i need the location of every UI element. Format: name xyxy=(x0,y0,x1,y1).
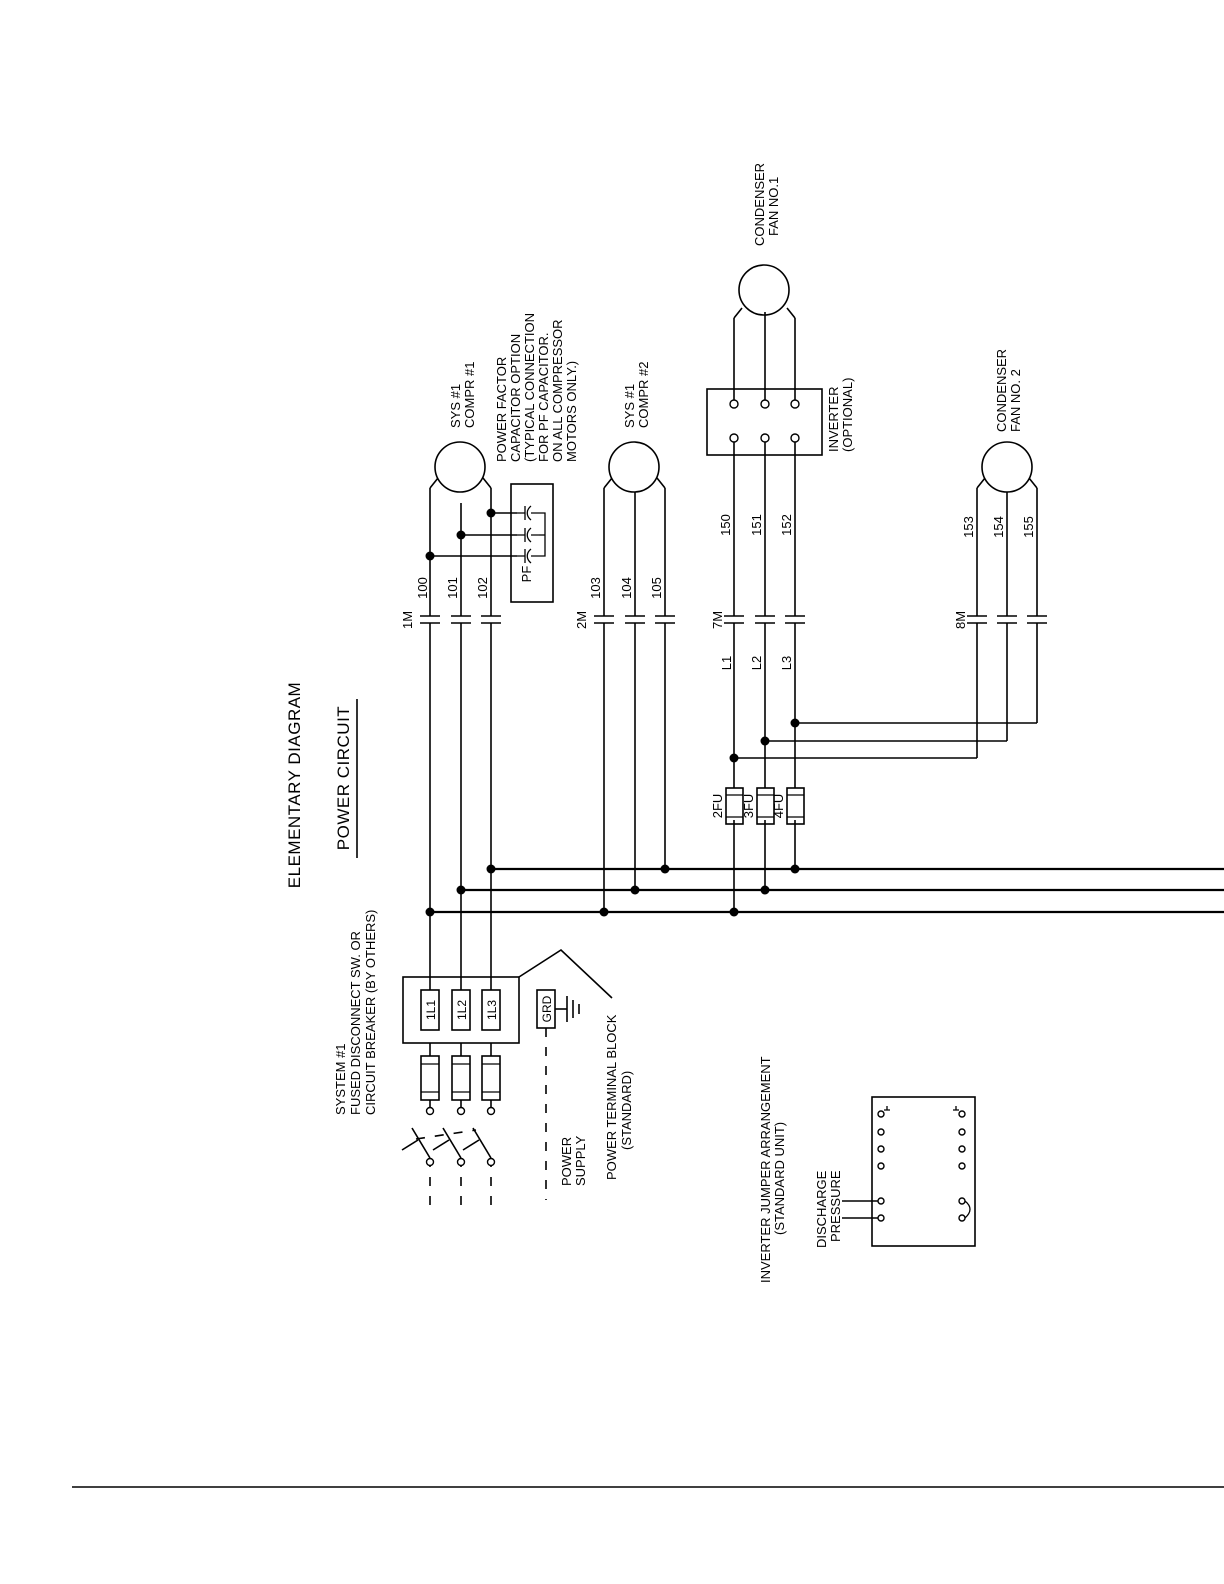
wire-104: 104 xyxy=(619,577,634,599)
wire-153: 153 xyxy=(961,516,976,538)
terminal-1l2: 1L2 xyxy=(455,1000,469,1020)
jumper-block xyxy=(842,1096,976,1247)
compr1-label: SYS #1 COMPR #1 xyxy=(448,362,477,428)
wire-150: 150 xyxy=(718,514,733,536)
compressor-2-branch xyxy=(594,441,675,912)
wire-151: 151 xyxy=(749,514,764,536)
fuse-3fu: 3FU xyxy=(741,794,756,819)
wire-101: 101 xyxy=(445,577,460,599)
contactor-8m: 8M xyxy=(953,611,968,629)
line-l3: L3 xyxy=(779,656,794,670)
fuse-2fu: 2FU xyxy=(710,794,725,819)
wire-100: 100 xyxy=(415,577,430,599)
contactor-2m: 2M xyxy=(574,611,589,629)
power-bus xyxy=(430,867,1224,914)
diagram-title: ELEMENTARY DIAGRAM xyxy=(285,682,304,888)
disconnect-label: SYSTEM #1 FUSED DISCONNECT SW. OR CIRCUI… xyxy=(333,910,378,1115)
terminal-1l1: 1L1 xyxy=(424,1000,438,1020)
inverter-label: INVERTER (OPTIONAL) xyxy=(826,378,855,452)
wire-155: 155 xyxy=(1021,516,1036,538)
power-supply-label: POWER SUPPLY xyxy=(559,1133,588,1186)
pf-note: POWER FACTOR CAPACITOR OPTION (TYPICAL C… xyxy=(494,309,579,462)
line-l2: L2 xyxy=(749,656,764,670)
fuse-4fu: 4FU xyxy=(771,794,786,819)
ground-label: GRD xyxy=(540,995,554,1022)
ground-terminal xyxy=(536,989,580,1200)
line-l1: L1 xyxy=(719,656,734,670)
terminal-1l3: 1L3 xyxy=(485,1000,499,1020)
pf-label: PF xyxy=(519,566,534,583)
contactor-1m: 1M xyxy=(400,611,415,629)
fan2-label: CONDENSER FAN NO. 2 xyxy=(994,345,1023,432)
fan1-label: CONDENSER FAN NO.1 xyxy=(752,159,781,246)
wire-103: 103 xyxy=(588,577,603,599)
compr2-label: SYS #1 COMPR #2 xyxy=(622,362,651,428)
power-terminal-block xyxy=(402,869,613,1044)
wire-105: 105 xyxy=(649,577,664,599)
fan-1-branch xyxy=(706,264,1037,912)
discharge-label: DISCHARGE PRESSURE xyxy=(814,1167,843,1248)
diagram-subtitle: POWER CIRCUIT xyxy=(334,706,353,850)
wire-154: 154 xyxy=(991,516,1006,538)
jumper-label: INVERTER JUMPER ARRANGEMENT (STANDARD UN… xyxy=(758,1053,787,1283)
contactor-7m: 7M xyxy=(710,611,725,629)
wire-102: 102 xyxy=(475,577,490,599)
wire-152: 152 xyxy=(779,514,794,536)
disconnect-switch xyxy=(401,1043,501,1205)
fan-2-branch xyxy=(967,441,1047,758)
compressor-1-branch xyxy=(420,441,554,912)
terminal-block-label: POWER TERMINAL BLOCK (STANDARD) xyxy=(604,1011,634,1180)
